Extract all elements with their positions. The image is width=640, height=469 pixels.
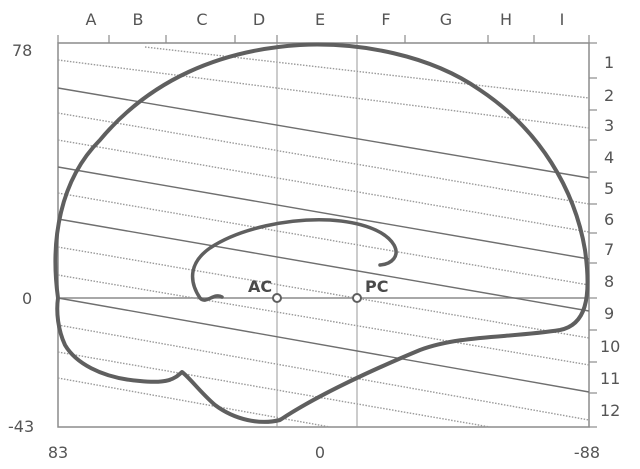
row-label-2: 2 bbox=[604, 86, 614, 105]
bottom-axis-zero-label: 0 bbox=[315, 443, 325, 462]
pc-point bbox=[353, 294, 361, 302]
row-label-4: 4 bbox=[604, 148, 614, 167]
row-label-12: 12 bbox=[600, 401, 620, 420]
pc-label: PC bbox=[365, 277, 388, 296]
row-label-9: 9 bbox=[604, 304, 614, 323]
row-label-10: 10 bbox=[600, 337, 620, 356]
column-label-a: A bbox=[86, 10, 97, 29]
row-label-11: 11 bbox=[600, 369, 620, 388]
row-label-3: 3 bbox=[604, 116, 614, 135]
column-label-i: I bbox=[560, 10, 565, 29]
left-axis-top-label: 78 bbox=[12, 41, 32, 60]
column-label-h: H bbox=[500, 10, 512, 29]
row-label-8: 8 bbox=[604, 272, 614, 291]
left-axis-zero-label: 0 bbox=[22, 289, 32, 308]
column-label-e: E bbox=[315, 10, 325, 29]
right-ruler-ticks bbox=[589, 43, 597, 427]
ac-label: AC bbox=[248, 277, 272, 296]
column-label-d: D bbox=[253, 10, 265, 29]
row-label-7: 7 bbox=[604, 240, 614, 259]
top-ruler-ticks bbox=[58, 35, 589, 43]
column-label-g: G bbox=[440, 10, 452, 29]
left-axis-labels: 78 0 -43 bbox=[8, 41, 34, 436]
bottom-axis-right-label: -88 bbox=[574, 443, 600, 462]
row-label-1: 1 bbox=[604, 53, 614, 72]
column-label-f: F bbox=[381, 10, 390, 29]
row-label-6: 6 bbox=[604, 210, 614, 229]
ac-point bbox=[273, 294, 281, 302]
column-label-b: B bbox=[133, 10, 144, 29]
row-label-5: 5 bbox=[604, 179, 614, 198]
top-column-labels: A B C D E F G H I bbox=[86, 10, 565, 29]
grid-frame bbox=[58, 43, 589, 427]
bottom-axis-left-label: 83 bbox=[48, 443, 68, 462]
bottom-axis-labels: 83 0 -88 bbox=[48, 443, 600, 462]
right-row-labels: 1 2 3 4 5 6 7 8 9 10 11 12 bbox=[600, 53, 620, 420]
column-label-c: C bbox=[196, 10, 207, 29]
left-axis-bottom-label: -43 bbox=[8, 417, 34, 436]
